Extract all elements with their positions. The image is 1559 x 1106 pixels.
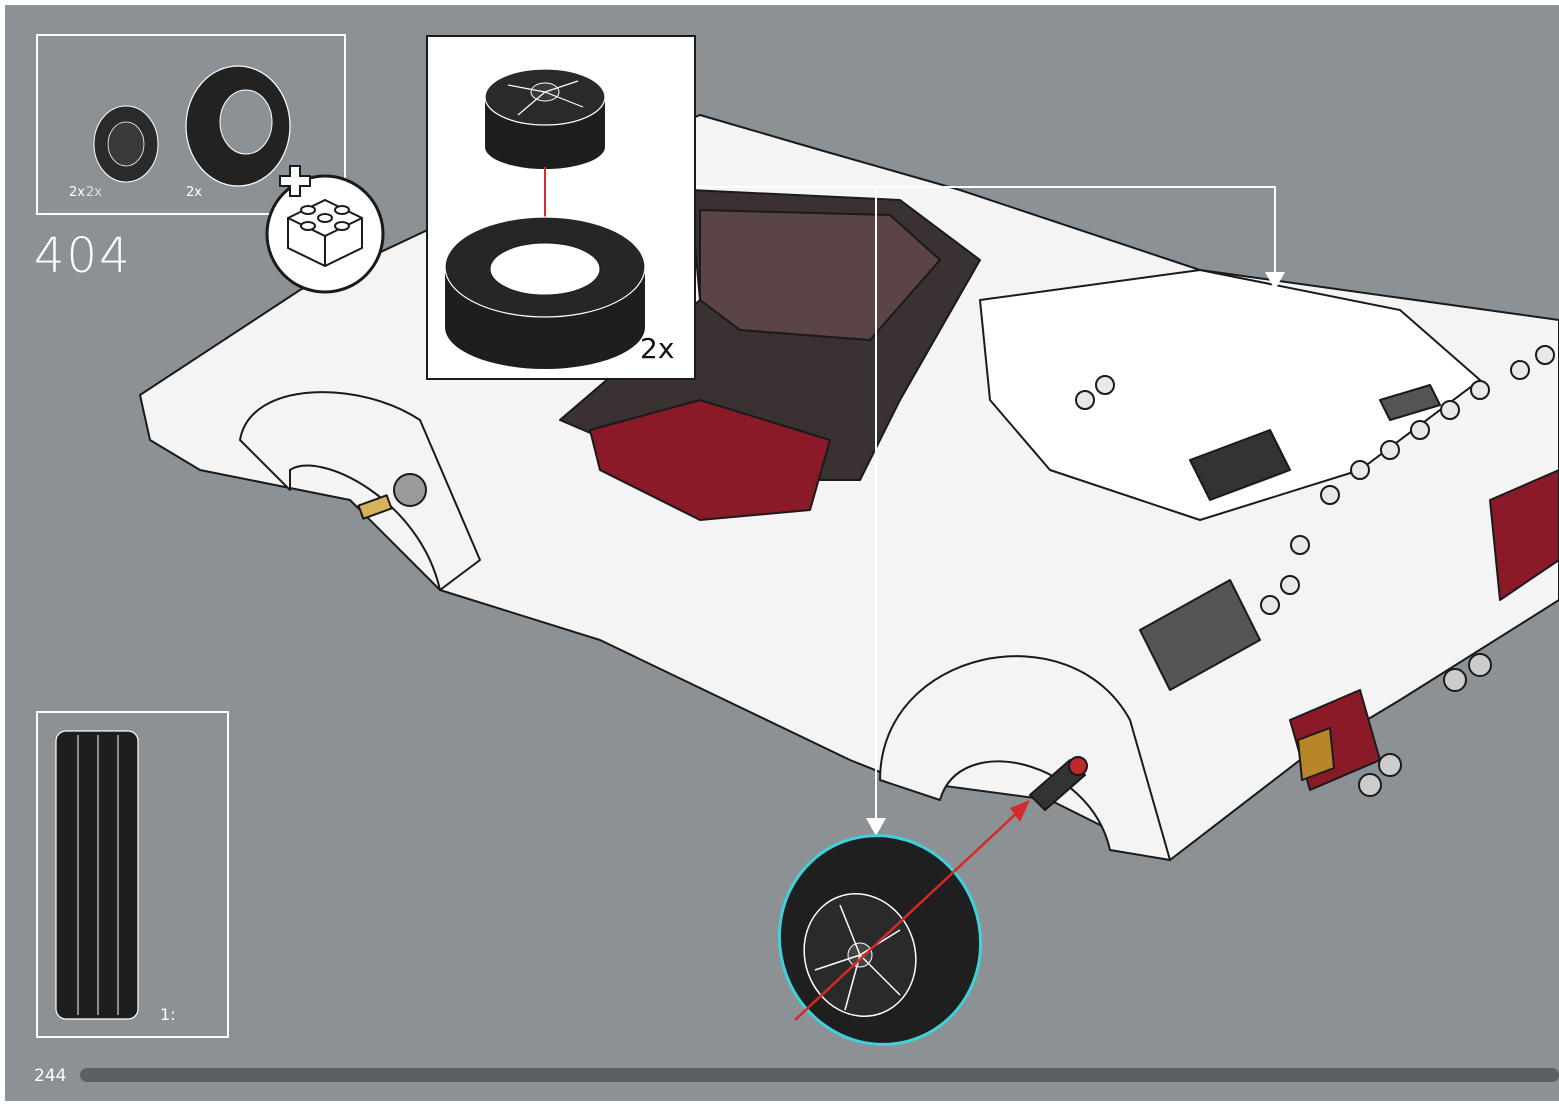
subassembly-art xyxy=(444,68,646,369)
tire-quantity: 2x xyxy=(186,185,202,200)
tire-icon xyxy=(444,216,646,369)
rim-quantity: 2x xyxy=(69,185,85,200)
subassembly-multiplier: 2x xyxy=(640,332,675,365)
tire-icon xyxy=(185,65,291,187)
scale-label: 1: xyxy=(160,1005,176,1024)
tire-tread-icon xyxy=(55,730,139,1020)
rim-quantity-overlap: 2x xyxy=(86,185,102,200)
progress-bar xyxy=(80,1068,1559,1082)
scale-reference-box xyxy=(36,711,229,1038)
parts-list-art xyxy=(93,65,291,187)
step-number: 404 xyxy=(34,228,132,284)
rim-icon xyxy=(93,105,159,183)
page-number: 244 xyxy=(34,1066,67,1086)
subassembly-box xyxy=(426,35,696,380)
rim-icon xyxy=(484,68,606,169)
parts-list xyxy=(36,34,346,215)
